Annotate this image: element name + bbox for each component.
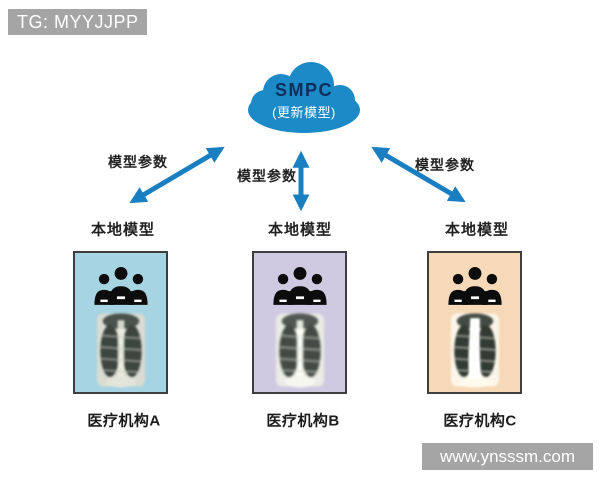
arrow-lines — [129, 146, 466, 212]
local-model-label-a: 本地模型 — [90, 221, 156, 239]
group-people-icon — [447, 266, 502, 305]
param-label-left: 模型参数 — [108, 154, 168, 170]
chest-xray-image — [275, 313, 324, 388]
institution-box-b — [252, 251, 347, 394]
cloud-subtitle: (更新模型) — [272, 105, 336, 120]
group-people-icon — [93, 266, 148, 305]
chest-xray-image — [450, 313, 499, 388]
chest-xray-image — [96, 313, 145, 388]
local-model-label-c: 本地模型 — [444, 221, 510, 239]
org-label-a: 医疗机构A — [87, 412, 161, 430]
org-label-c: 医疗机构C — [443, 412, 517, 430]
cloud-title: SMPC — [274, 80, 333, 100]
telegram-watermark-badge: TG: MYYJJPP — [8, 9, 147, 35]
cloud-icon — [248, 62, 360, 133]
org-label-b: 医疗机构B — [266, 412, 340, 430]
param-label-middle: 模型参数 — [237, 168, 297, 184]
param-label-right: 模型参数 — [415, 157, 475, 173]
website-watermark-badge: www.ynsssm.com — [422, 443, 593, 470]
institution-box-c — [427, 251, 522, 394]
institution-box-a — [73, 251, 168, 394]
smpc-cloud: SMPC (更新模型) — [243, 57, 365, 135]
group-people-icon — [272, 266, 327, 305]
local-model-label-b: 本地模型 — [267, 221, 333, 239]
